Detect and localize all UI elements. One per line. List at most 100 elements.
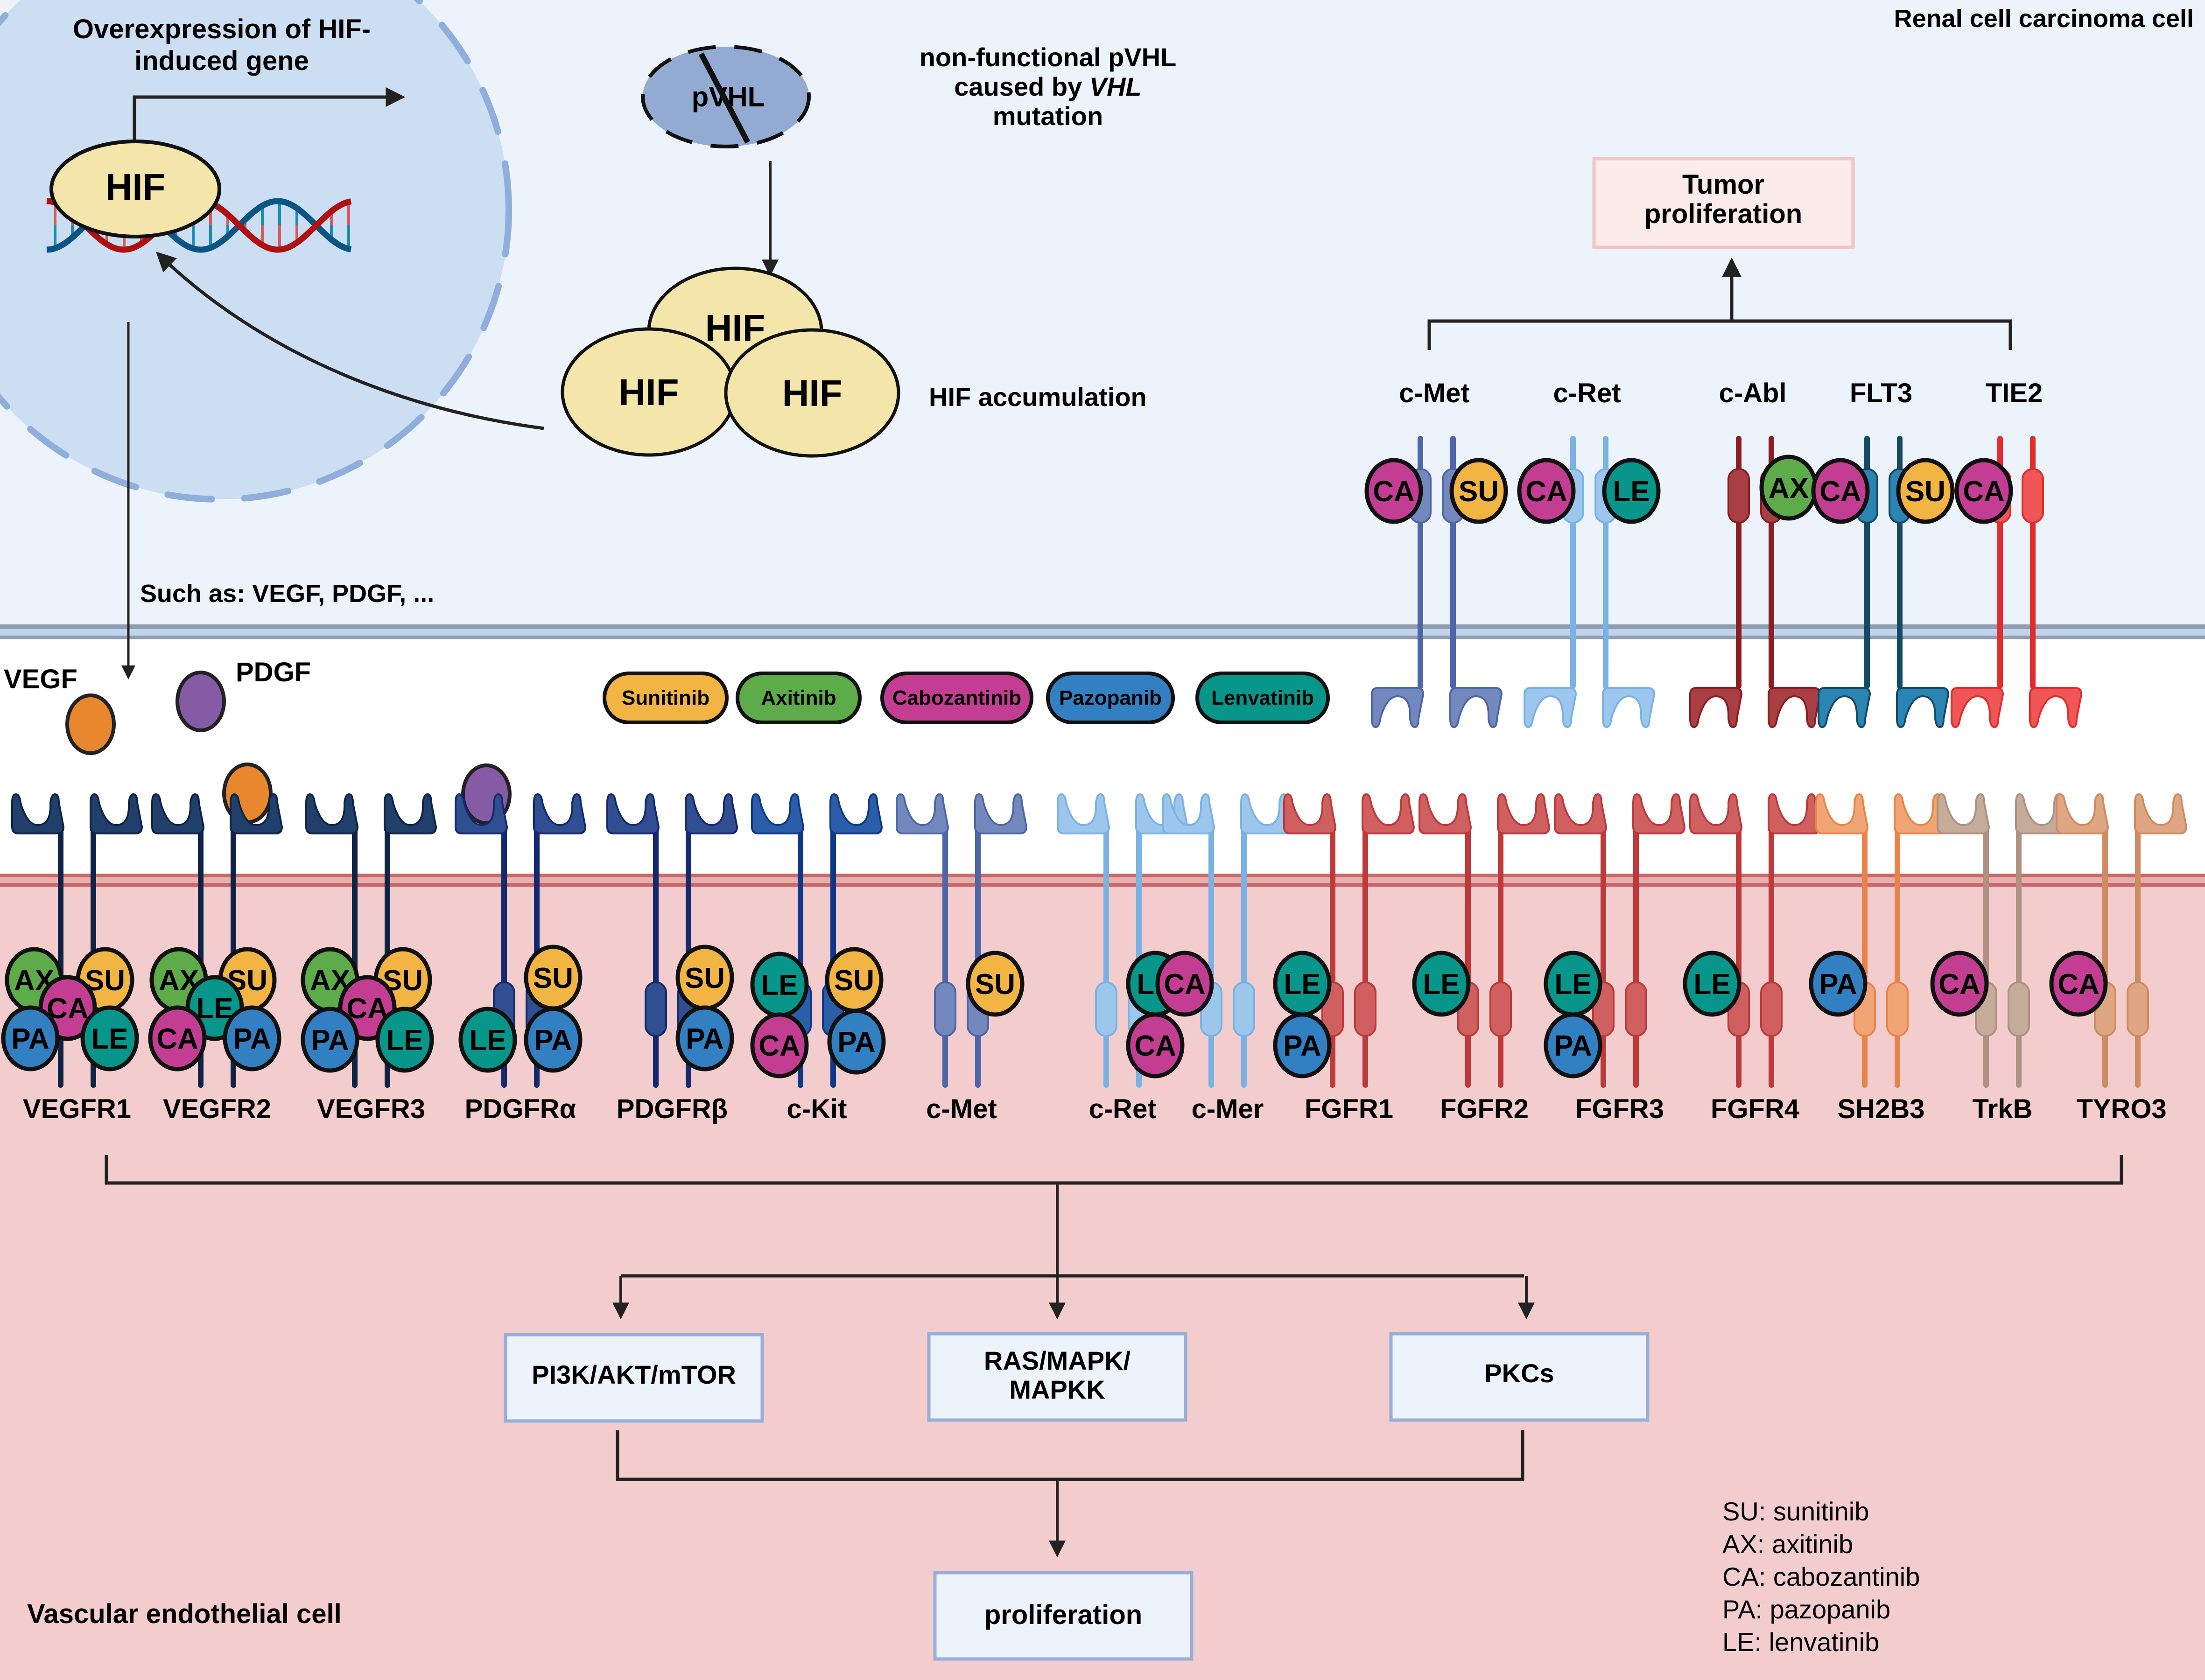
receptor-label: c-Ret (1088, 1094, 1156, 1124)
tumor-receptor-bracket (1427, 319, 2012, 350)
drug-badge-le: LE (1544, 951, 1602, 1017)
vegf-label: VEGF (4, 664, 77, 694)
drug-badge-label: PA (233, 1023, 271, 1055)
pvhl-caption-line3: mutation (993, 101, 1103, 131)
pvhl-caption-line1: non-functional pVHL (920, 42, 1177, 72)
drug-badge-label: PA (1283, 1030, 1321, 1062)
drug-pill-axitinib: Axitinib (736, 672, 862, 724)
drug-badge-ca: CA (750, 1012, 809, 1078)
receptor-fgfr4: FGFR4 LE (1683, 793, 1821, 1124)
receptor-label: FGFR2 (1440, 1094, 1529, 1124)
drug-badge-label: SU (1905, 476, 1945, 508)
drug-badge-le: LE (1273, 951, 1332, 1017)
drug-badge-le: LE (1683, 951, 1742, 1017)
receptor-label: TYRO3 (2076, 1094, 2166, 1124)
abbreviation-legend: SU: sunitinib AX: axitinib CA: cabozanti… (1722, 1497, 1920, 1657)
drug-badge-le: LE (458, 1007, 517, 1073)
drug-pill-lenvatinib: Lenvatinib (1195, 672, 1330, 724)
drug-badge-label: PA (11, 1023, 49, 1055)
drug-badge-su: SU (1449, 458, 1508, 524)
secretion-caption: Such as: VEGF, PDGF, ... (140, 580, 434, 608)
nucleus-title-line2: induced gene (134, 46, 309, 76)
drug-badge-label: LE (1284, 968, 1320, 1001)
drug-badge-label: LE (386, 1024, 423, 1057)
vegf-ligand (65, 693, 116, 755)
drug-badge-label: LE (1423, 968, 1460, 1001)
receptor-label: TrkB (1973, 1094, 2033, 1124)
tumor-receptor-label: c-Abl (1719, 378, 1787, 408)
pathway-label-ras-line2: MAPKK (1009, 1375, 1105, 1404)
legend-item-ax: AX: axitinib (1722, 1529, 1853, 1559)
drug-badge-label: PA (534, 1024, 572, 1057)
drug-badge-ca: CA (148, 1005, 207, 1071)
pathway-label-ras-line1: RAS/MAPK/ (984, 1346, 1131, 1375)
legend-item-le: LE: lenvatinib (1722, 1627, 1879, 1657)
drug-badge-pa: PA (675, 1005, 734, 1071)
tumor-proliferation-line1: Tumor (1682, 169, 1764, 200)
drug-badge-pa: PA (827, 1008, 886, 1075)
receptor-label: FGFR4 (1711, 1094, 1799, 1124)
drug-badge-label: LE (91, 1023, 128, 1055)
drug-badge-su: SU (966, 951, 1025, 1017)
drug-badge-label: LE (469, 1024, 506, 1057)
drug-pill-label: Pazopanib (1059, 686, 1162, 709)
drug-pill-pazopanib: Pazopanib (1046, 672, 1175, 724)
drug-pill-sunitinib: Sunitinib (603, 672, 729, 724)
drug-badge-label: LE (1554, 968, 1591, 1001)
tumor-proliferation-line2: proliferation (1644, 199, 1802, 229)
receptor-label: PDGFRβ (617, 1094, 728, 1124)
drug-badge-pa: PA (301, 1007, 359, 1073)
drug-badge-le: LE (1412, 951, 1471, 1017)
nucleus-title-line1: Overexpression of HIF- (73, 14, 371, 44)
pvhl-protein: pVHL (641, 45, 811, 148)
drug-badge-pa: PA (524, 1007, 583, 1073)
legend-item-su: SU: sunitinib (1722, 1497, 1869, 1526)
drug-badge-le: LE (750, 952, 809, 1018)
receptor-label: VEGFR1 (23, 1094, 131, 1124)
drug-badge-label: SU (975, 968, 1015, 1001)
drug-pill-label: Sunitinib (622, 686, 709, 709)
drug-badge-ca: CA (1930, 951, 1989, 1017)
drug-badge-su: SU (1896, 458, 1955, 524)
drug-badge-ca: CA (1811, 458, 1870, 524)
drug-badge-pa: PA (1273, 1012, 1332, 1078)
endothelial-receptor-bracket (105, 1155, 2123, 1185)
drug-badge-label: LE (761, 969, 798, 1001)
drug-badge-label: CA (1963, 476, 2005, 508)
hif-label-left: HIF (619, 371, 679, 413)
pvhl-caption-line2: caused by VHL (954, 72, 1141, 101)
tumor-cell-label: Renal cell carcinoma cell (1894, 5, 2194, 33)
tumor-receptor-label: c-Met (1399, 378, 1469, 408)
endothelial-cell-membrane (0, 874, 2205, 887)
drug-badge-label: CA (1164, 968, 1206, 1001)
drug-pill-cabozantinib: Cabozantinib (880, 672, 1033, 724)
receptor-c-met: c-Met SU (896, 793, 1028, 1124)
drug-badge-label: PA (311, 1024, 349, 1057)
pathway-box-ras (927, 1332, 1187, 1422)
tumor-cell-membrane (0, 624, 2205, 639)
drug-badge-label: CA (1373, 476, 1415, 508)
drug-badge-label: CA (1134, 1030, 1176, 1062)
drug-badge-ax: AX (1759, 455, 1818, 521)
nucleus-hif-label: HIF (105, 166, 166, 208)
pathway-box-pkc (1389, 1332, 1650, 1422)
drug-badge-label: LE (1693, 968, 1730, 1001)
receptor-label: c-Met (926, 1094, 997, 1124)
proliferation-label: proliferation (984, 1600, 1142, 1630)
drug-badge-pa: PA (1, 1005, 60, 1071)
drug-badge-ca: CA (1954, 458, 2013, 524)
